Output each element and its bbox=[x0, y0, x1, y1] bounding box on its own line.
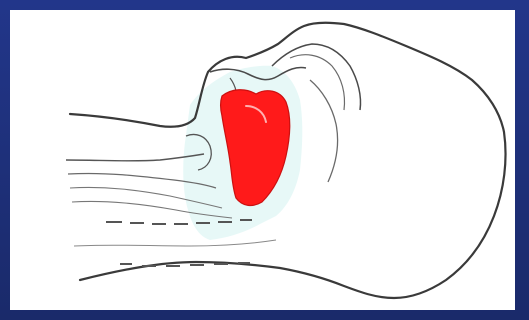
neck-line bbox=[74, 240, 276, 246]
jaw-line-upper bbox=[66, 154, 204, 161]
diagram-panel bbox=[10, 10, 515, 310]
inner-face-contour bbox=[310, 80, 338, 182]
head-cross-section-diagram bbox=[10, 10, 515, 310]
